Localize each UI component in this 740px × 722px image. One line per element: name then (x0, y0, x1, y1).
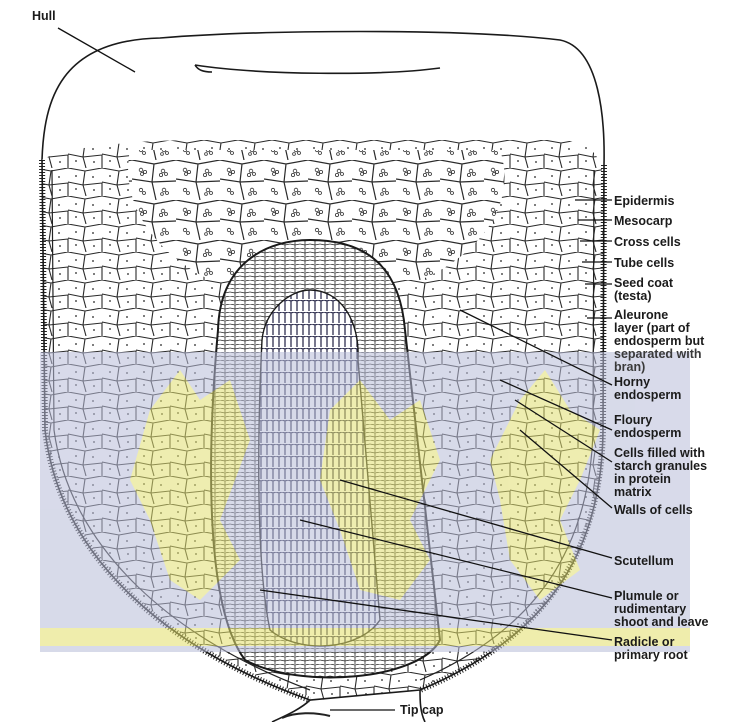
label-aleurone-1: Aleurone (614, 308, 668, 322)
label-tube-cells: Tube cells (614, 256, 674, 270)
label-epidermis: Epidermis (614, 194, 674, 208)
label-seed-coat-1: Seed coat (614, 276, 674, 290)
label-radicle-2: primary root (614, 648, 688, 662)
label-mesocarp: Mesocarp (614, 214, 673, 228)
label-floury-2: endosperm (614, 426, 681, 440)
label-plumule-1: Plumule or (614, 589, 679, 603)
label-floury-1: Floury (614, 413, 652, 427)
label-plumule-3: shoot and leave (614, 615, 709, 629)
label-cells-starch-3: in protein (614, 472, 671, 486)
label-aleurone-5: bran) (614, 360, 645, 374)
label-aleurone-4: separated with (614, 347, 702, 361)
label-walls-of-cells: Walls of cells (614, 503, 693, 517)
label-seed-coat-2: (testa) (614, 289, 652, 303)
label-tip-cap: Tip cap (400, 703, 444, 717)
label-cross-cells: Cross cells (614, 235, 681, 249)
label-plumule-2: rudimentary (614, 602, 686, 616)
label-radicle-1: Radicle or (614, 635, 675, 649)
label-horny-1: Horny (614, 375, 650, 389)
label-cells-starch-2: starch granules (614, 459, 707, 473)
label-cells-starch-1: Cells filled with (614, 446, 705, 460)
label-hull: Hull (32, 9, 56, 23)
watermark (40, 352, 690, 652)
label-cells-starch-4: matrix (614, 485, 652, 499)
label-horny-2: endosperm (614, 388, 681, 402)
hull-fold (195, 65, 440, 73)
label-aleurone-3: endosperm but (614, 334, 705, 348)
label-scutellum: Scutellum (614, 554, 674, 568)
label-aleurone-2: layer (part of (614, 321, 691, 335)
